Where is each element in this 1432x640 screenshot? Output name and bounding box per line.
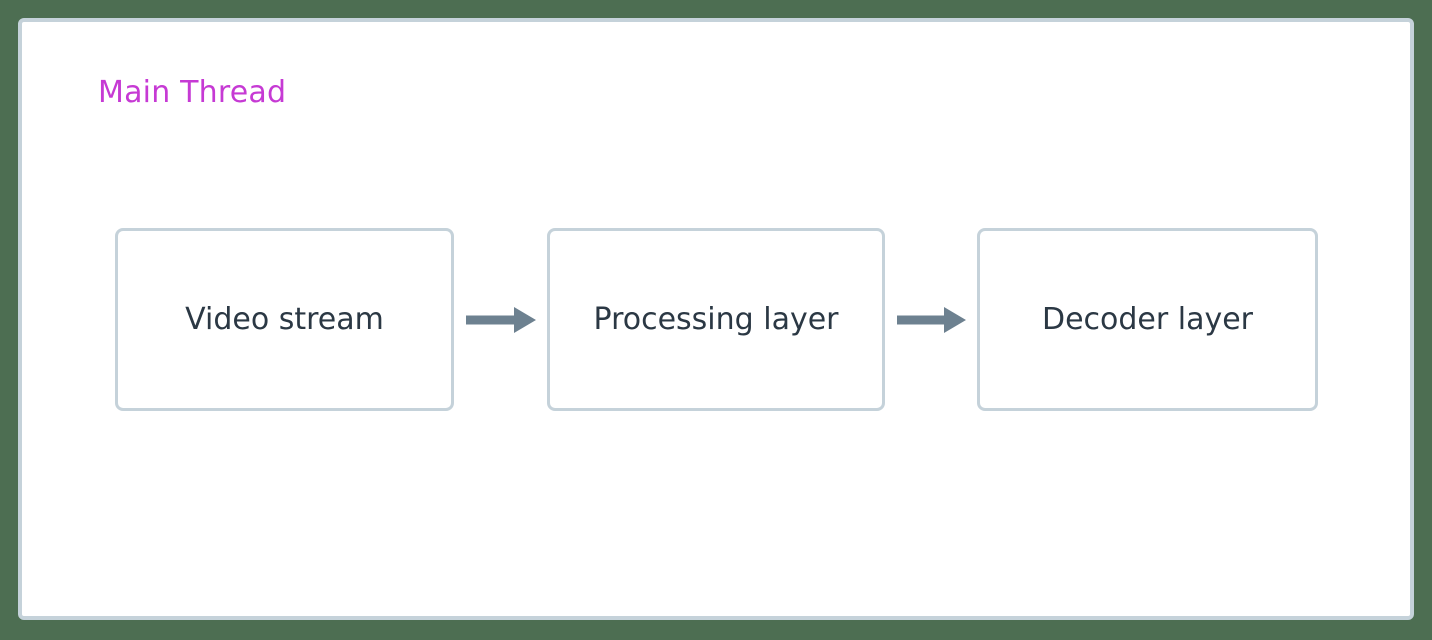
node-processing-layer[interactable]: Processing layer	[547, 228, 885, 411]
node-label: Video stream	[185, 301, 384, 337]
node-decoder-layer[interactable]: Decoder layer	[977, 228, 1318, 411]
node-video-stream[interactable]: Video stream	[115, 228, 454, 411]
node-label: Processing layer	[593, 301, 839, 337]
node-label: Decoder layer	[1041, 301, 1254, 337]
subgraph-title-main-thread: Main Thread	[98, 75, 287, 110]
